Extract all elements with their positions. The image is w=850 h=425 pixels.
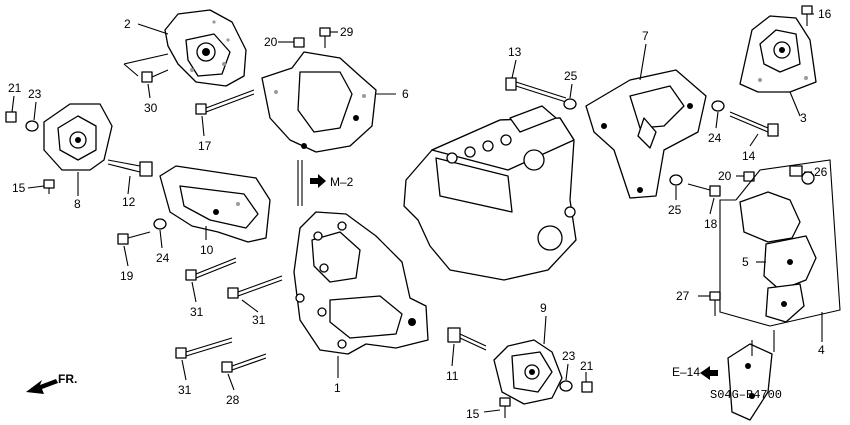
bolt-15b[interactable] [499, 397, 511, 418]
callout-15a[interactable]: 15 [12, 181, 26, 195]
bolt-17[interactable] [195, 89, 255, 115]
bolt-11[interactable] [447, 327, 487, 351]
callout-11[interactable]: 11 [446, 369, 459, 383]
ref-m2-label: M–2 [330, 175, 354, 189]
callout-24b[interactable]: 24 [708, 131, 722, 145]
callout-9[interactable]: 9 [540, 301, 547, 315]
e14-bracket[interactable] [727, 330, 775, 421]
nut-21b[interactable] [581, 381, 593, 393]
callout-31c[interactable]: 31 [178, 383, 192, 397]
callout-8[interactable]: 8 [74, 197, 81, 211]
washer-23b[interactable] [559, 380, 573, 392]
callout-13[interactable]: 13 [508, 45, 522, 59]
bolt-28[interactable] [221, 353, 267, 373]
callout-27[interactable]: 27 [676, 289, 690, 303]
callout-21b[interactable]: 21 [580, 359, 594, 373]
callout-28[interactable]: 28 [226, 393, 240, 407]
bolt-14[interactable] [729, 111, 779, 137]
part-7-side-bracket[interactable] [585, 69, 707, 199]
front-label: FR. [58, 372, 77, 386]
part-8-mount[interactable] [43, 103, 113, 171]
callout-5[interactable]: 5 [742, 255, 749, 269]
bolt-27[interactable] [709, 291, 721, 316]
callout-16[interactable]: 16 [818, 7, 832, 21]
callout-14[interactable]: 14 [742, 149, 756, 163]
callout-30[interactable]: 30 [144, 101, 158, 115]
callout-25b[interactable]: 25 [668, 203, 682, 217]
stud[interactable] [297, 160, 303, 206]
callout-23b[interactable]: 23 [562, 349, 576, 363]
callout-15b[interactable]: 15 [466, 407, 480, 421]
bolt-29[interactable] [319, 27, 331, 48]
bolt-12[interactable] [107, 159, 153, 177]
part-6-upper-bracket[interactable] [261, 51, 377, 153]
callout-20a[interactable]: 20 [264, 35, 278, 49]
washer-25a[interactable] [563, 98, 577, 110]
washer-24a[interactable] [153, 218, 167, 230]
callout-26[interactable]: 26 [814, 165, 828, 179]
part-3-mount-rubber[interactable] [739, 15, 817, 93]
ref-e14-label: E–14 [672, 365, 700, 379]
ref-m2-arrow[interactable]: M–2 [310, 174, 354, 189]
bolt-31c[interactable] [175, 337, 233, 359]
callout-29[interactable]: 29 [340, 25, 354, 39]
part-2-rear-mount[interactable] [164, 9, 247, 87]
callout-4[interactable]: 4 [818, 343, 825, 357]
callout-17[interactable]: 17 [198, 139, 212, 153]
diagram-code: S04G–B4700 [710, 388, 782, 402]
front-direction-indicator: FR. [26, 372, 77, 394]
leader-lines [11, 13, 841, 413]
washer-23a[interactable] [25, 120, 39, 132]
callout-3[interactable]: 3 [800, 111, 807, 125]
bolts [5, 5, 813, 418]
callout-24a[interactable]: 24 [156, 251, 170, 265]
bolt-18[interactable] [687, 183, 721, 197]
washer-24b[interactable] [711, 100, 725, 112]
bolt-16[interactable] [801, 5, 813, 26]
washer-25b[interactable] [669, 174, 683, 186]
callout-6[interactable]: 6 [402, 87, 409, 101]
part-10-stiffener[interactable] [159, 165, 271, 243]
callout-10[interactable]: 10 [200, 243, 214, 257]
washer-20[interactable] [293, 37, 305, 48]
callout-31a[interactable]: 31 [190, 305, 204, 319]
nut-26[interactable] [789, 165, 803, 177]
engine-block [403, 105, 577, 281]
bolt-15a[interactable] [43, 179, 55, 194]
callout-19[interactable]: 19 [120, 269, 134, 283]
ref-e14-arrow[interactable]: E–14 [672, 365, 718, 380]
callout-23a[interactable]: 23 [28, 87, 42, 101]
bolt-19[interactable] [117, 231, 151, 245]
part-9-lower-mount[interactable] [493, 339, 563, 405]
bolt-31b[interactable] [227, 275, 283, 299]
callout-2[interactable]: 2 [124, 17, 131, 31]
callout-7[interactable]: 7 [642, 29, 649, 43]
nut-21a[interactable] [5, 111, 17, 123]
front-arrow-icon [26, 379, 58, 394]
callouts: 2 30 20 29 6 17 21 23 15 8 12 10 19 24 3… [8, 7, 832, 421]
callout-1[interactable]: 1 [334, 381, 341, 395]
bolt-31a[interactable] [185, 257, 237, 281]
part-1-main-bracket[interactable] [293, 211, 429, 355]
callout-21a[interactable]: 21 [8, 81, 22, 95]
bolt-30[interactable] [141, 69, 169, 83]
callout-20b[interactable]: 20 [718, 169, 732, 183]
callout-25a[interactable]: 25 [564, 69, 578, 83]
callout-31b[interactable]: 31 [252, 313, 266, 327]
part-5-mount[interactable] [739, 171, 817, 323]
bolt-13[interactable] [505, 77, 567, 103]
callout-12[interactable]: 12 [122, 195, 136, 209]
callout-18[interactable]: 18 [704, 217, 718, 231]
